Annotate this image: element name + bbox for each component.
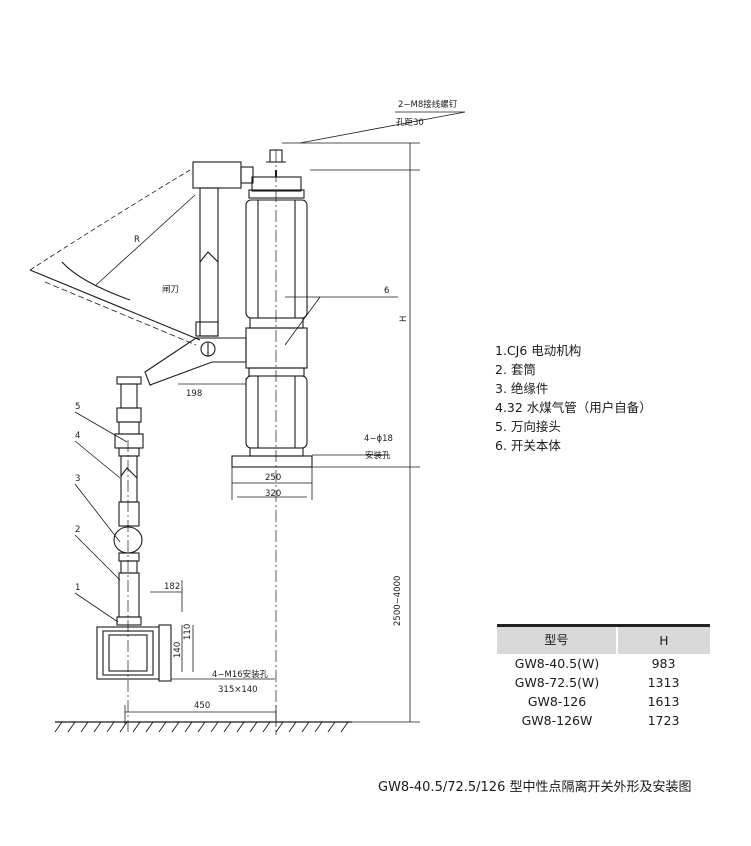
table-row: GW8-126 1613 xyxy=(497,692,710,711)
table-row: GW8-72.5(W) 1313 xyxy=(497,673,710,692)
label-radius: R xyxy=(134,235,140,245)
centerlines xyxy=(127,150,277,735)
table-row: GW8-40.5(W) 983 xyxy=(497,654,710,673)
table-header: 型号 H xyxy=(497,627,710,654)
parts-list-item: 1.CJ6 电动机构 xyxy=(495,343,582,358)
label-blade: 闸刀 xyxy=(162,285,179,295)
cell-h: 1613 xyxy=(647,694,680,709)
label-part2: 2 xyxy=(75,525,80,535)
parts-list-item: 2. 套筒 xyxy=(495,362,536,377)
parts-list-item: 3. 绝缘件 xyxy=(495,381,549,396)
label-m16: 4−M16安装孔 xyxy=(212,669,269,680)
label-part4: 4 xyxy=(75,431,80,441)
label-bolt: 2−M8接线螺钉 xyxy=(398,99,458,110)
parts-list-item: 5. 万向接头 xyxy=(495,419,561,434)
main-insulator-column xyxy=(231,149,313,468)
cell-model: GW8-40.5(W) xyxy=(514,656,600,671)
label-part5: 5 xyxy=(75,402,80,412)
label-mount-hole: 安装孔 xyxy=(365,450,391,461)
header-model: 型号 xyxy=(497,627,618,654)
label-dim-250: 250 xyxy=(265,473,281,483)
header-h: H xyxy=(659,633,669,648)
parts-list: 1.CJ6 电动机构 2. 套筒 3. 绝缘件 4.32 水煤气管（用户自备） … xyxy=(495,341,652,455)
parts-list-item: 6. 开关本体 xyxy=(495,438,561,453)
cell-h: 1313 xyxy=(647,675,680,690)
motor-mechanism xyxy=(96,624,172,682)
parts-list-item: 4.32 水煤气管（用户自备） xyxy=(495,400,652,415)
blade-assembly xyxy=(29,161,254,346)
dimensions xyxy=(74,111,466,725)
label-part1: 1 xyxy=(75,583,80,593)
label-dim-140: 140 xyxy=(173,642,183,658)
label-part3: 3 xyxy=(75,474,80,484)
label-dim-198: 198 xyxy=(186,389,202,399)
label-dim-110: 110 xyxy=(183,624,193,640)
drawing-labels: 2−M8接线螺钉 孔距30 R 闸刀 6 H 4−ϕ18 安装孔 198 250… xyxy=(75,99,458,711)
height-table: 型号 H GW8-40.5(W) 983 GW8-72.5(W) 1313 GW… xyxy=(497,624,710,730)
label-dim-2500-4000: 2500−4000 xyxy=(393,576,403,626)
label-part6: 6 xyxy=(384,286,389,296)
cell-model: GW8-126W xyxy=(521,713,593,728)
label-hole-pitch: 孔距30 xyxy=(396,118,424,128)
label-hole18: 4−ϕ18 xyxy=(364,434,393,444)
label-dim-320: 320 xyxy=(265,489,281,499)
operating-shaft xyxy=(113,376,144,626)
cell-h: 983 xyxy=(651,656,676,671)
cell-model: GW8-126 xyxy=(527,694,587,709)
table-row: GW8-126W 1723 xyxy=(497,711,710,730)
cell-model: GW8-72.5(W) xyxy=(514,675,600,690)
support-arm xyxy=(144,337,247,386)
figure-caption: GW8-40.5/72.5/126 型中性点隔离开关外形及安装图 xyxy=(378,780,692,795)
label-dim-182: 182 xyxy=(164,582,180,592)
cell-h: 1723 xyxy=(647,713,680,728)
ground xyxy=(54,721,352,733)
label-height: H xyxy=(399,316,409,322)
label-dim-315x140: 315×140 xyxy=(218,685,258,695)
label-dim-450: 450 xyxy=(194,701,210,711)
